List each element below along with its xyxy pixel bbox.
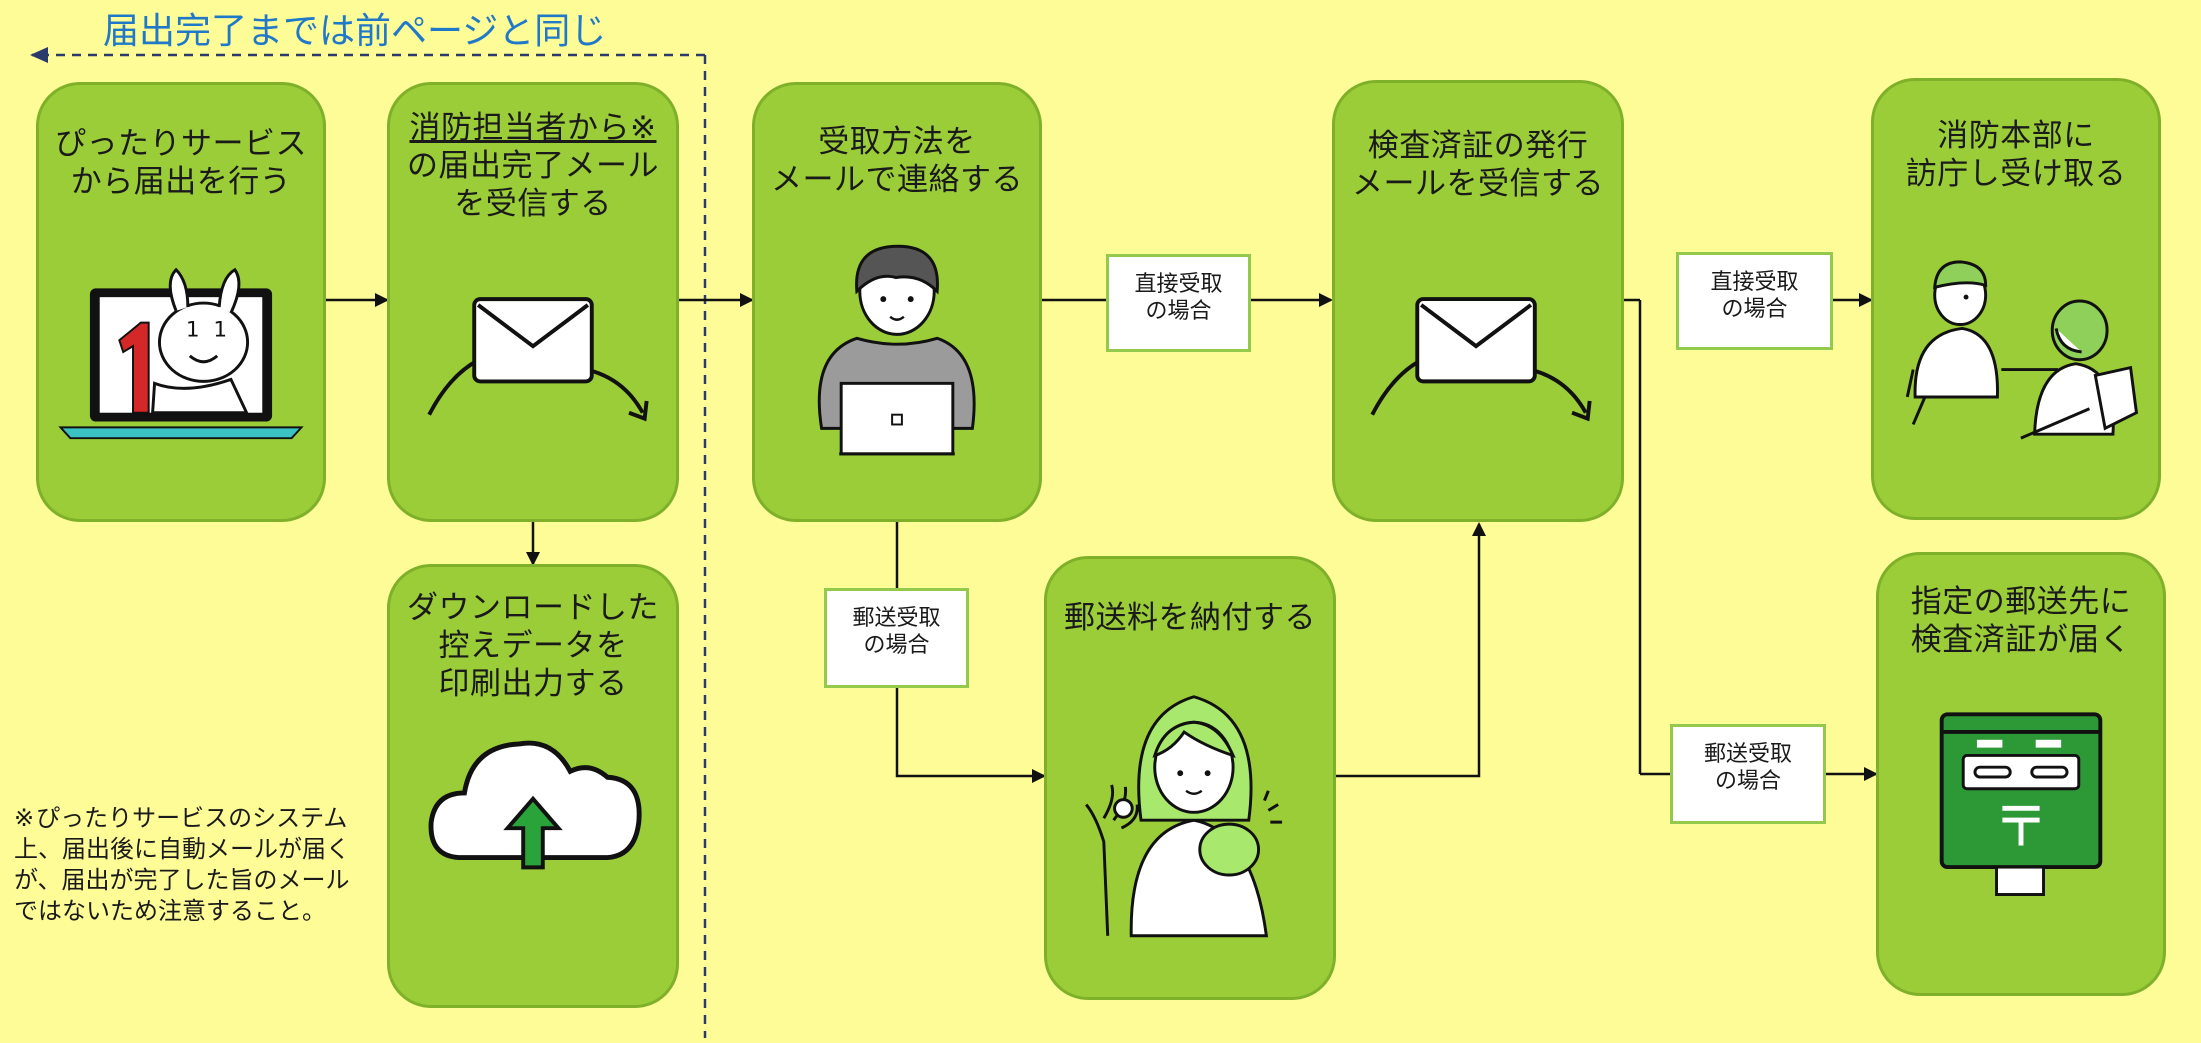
cloud-upload-icon [428, 740, 642, 870]
step-delivered-card: 指定の郵送先に 検査済証が届く [1876, 552, 2166, 996]
step-download-card: ダウンロードした 控えデータを 印刷出力する [387, 564, 679, 1008]
header-note: 届出完了までは前ページと同じ [103, 11, 607, 52]
step-pay-postage-title: 郵送料を納付する [1064, 600, 1316, 636]
two-people-meeting-icon [1905, 260, 2139, 440]
step-receive-completion-title: 消防担当者から※ の届出完了メール を受信する [400, 109, 666, 223]
step-visit-hq-title: 消防本部に 訪庁し受け取る [1905, 118, 2127, 192]
branch-label-postal-2: 郵送受取 の場合 [1670, 724, 1826, 824]
svg-text:1: 1 [213, 317, 227, 342]
step-receive-completion-title-rest: の届出完了メール を受信する [407, 148, 659, 222]
footnote: ※ ぴったりサービスのシステム上、届出後に自動メールが届くが、届出が完了した旨の… [14, 803, 354, 927]
person-laptop-icon [817, 244, 976, 456]
step-download-title: ダウンロードした 控えデータを 印刷出力する [407, 590, 659, 702]
step-receive-completion-title-underlined: 消防担当者から※ [409, 110, 657, 146]
footnote-text: ぴったりサービスのシステム上、届出後に自動メールが届くが、届出が完了した旨のメー… [14, 804, 350, 925]
step-pittari-card: ぴったりサービス から届出を行う 1 1 [36, 82, 326, 522]
footnote-mark: ※ [14, 804, 35, 832]
step-delivered-title: 指定の郵送先に 検査済証が届く [1910, 584, 2132, 658]
step-pay-postage-card: 郵送料を納付する [1044, 556, 1336, 1000]
step-receive-certificate-mail-card: 検査済証の発行 メールを受信する [1332, 80, 1624, 522]
laptop-mascot-icon: 1 1 [58, 267, 304, 440]
step-receive-completion-card: 消防担当者から※ の届出完了メール を受信する [387, 82, 679, 522]
dashed-boundary [30, 47, 707, 1038]
step-notify-method-title: 受取方法を メールで連絡する [771, 124, 1023, 198]
woman-coin-purse-icon [1085, 695, 1283, 938]
step-pittari-title: ぴったりサービス から届出を行う [55, 126, 307, 200]
branch-label-direct-2: 直接受取 の場合 [1676, 252, 1833, 350]
step-notify-method-card: 受取方法を メールで連絡する [752, 82, 1042, 522]
step-receive-certificate-mail-title: 検査済証の発行 メールを受信する [1352, 128, 1604, 202]
envelope-arrow-icon [427, 297, 649, 422]
branch-label-postal-1: 郵送受取 の場合 [824, 588, 969, 688]
svg-text:1: 1 [186, 317, 200, 342]
arrow-pay-postage-to-certificate [1336, 522, 1486, 778]
postbox-icon [1939, 712, 2103, 896]
branch-label-direct-1: 直接受取 の場合 [1106, 254, 1251, 352]
envelope-arrow-icon [1370, 297, 1592, 422]
step-visit-hq-card: 消防本部に 訪庁し受け取る [1871, 78, 2161, 520]
